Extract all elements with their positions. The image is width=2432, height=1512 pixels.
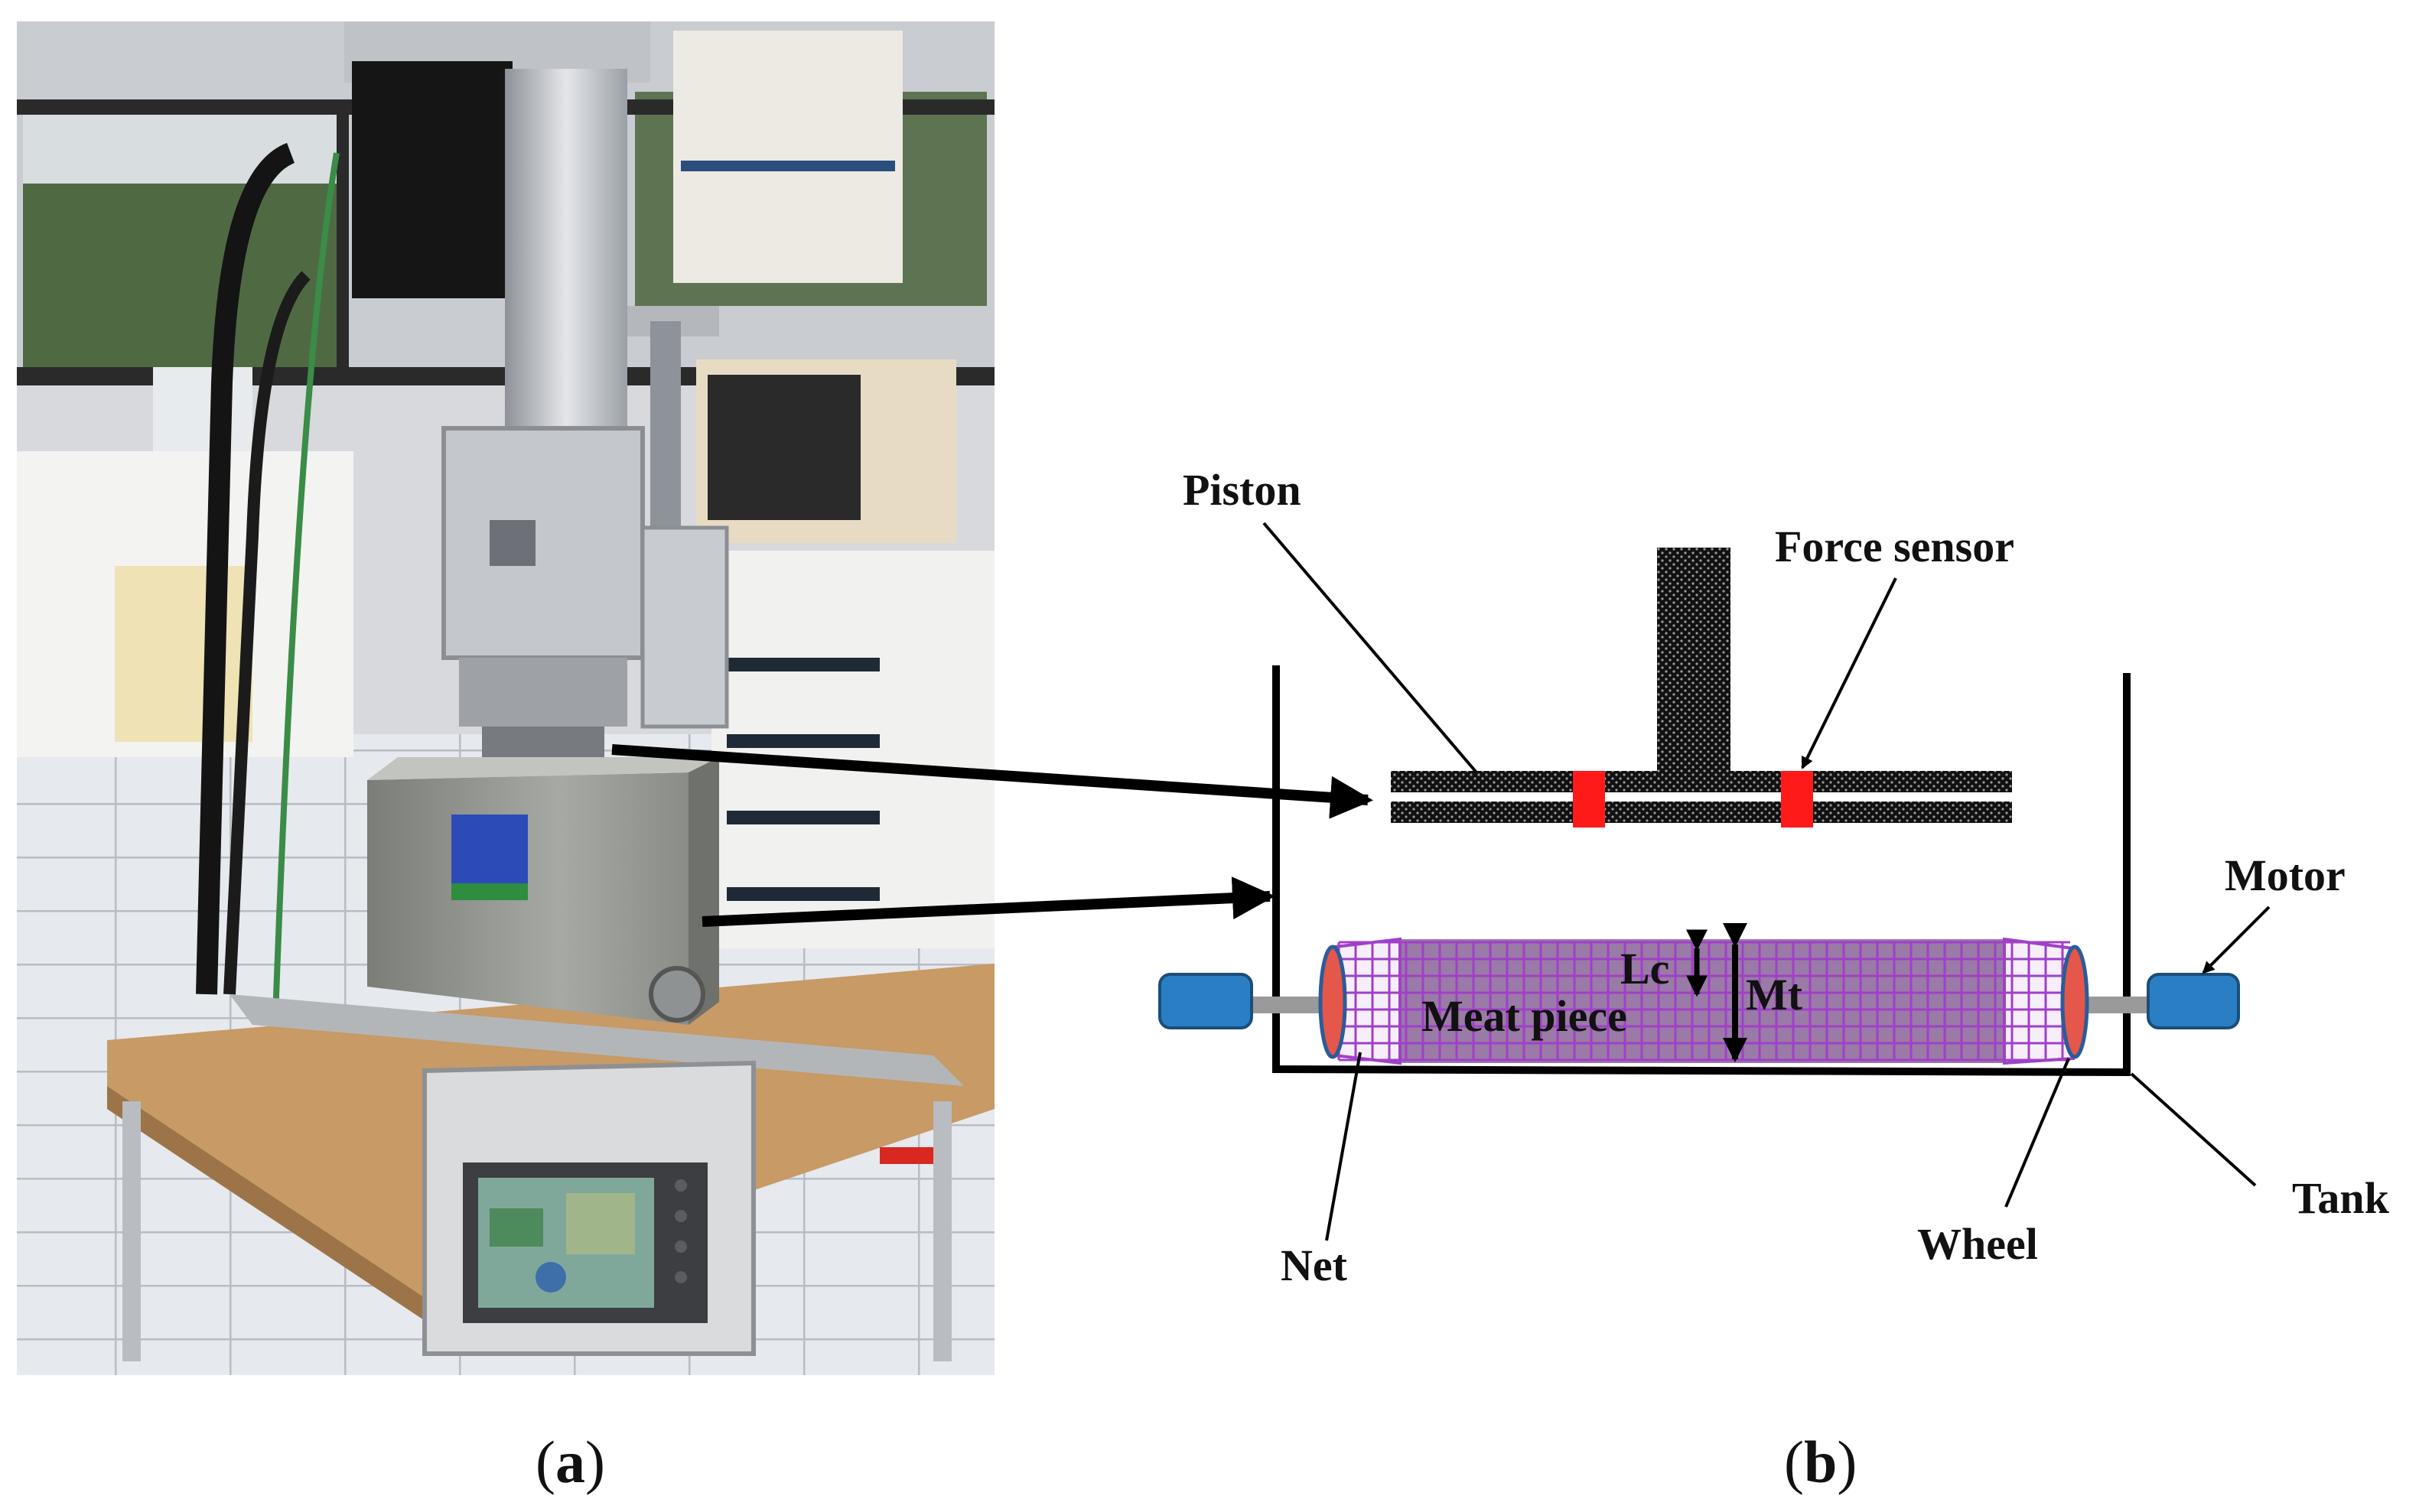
leader-wheel xyxy=(2004,1058,2070,1208)
label-net: Net xyxy=(1281,1240,1348,1290)
oven-window xyxy=(708,375,861,520)
axle-right xyxy=(2073,997,2150,1013)
rail-marker xyxy=(880,1147,933,1164)
caption-b: (b) xyxy=(1784,1429,1857,1495)
caption-a-letter: a xyxy=(555,1429,585,1495)
caption-a: (a) xyxy=(536,1429,605,1495)
eu-label-strip xyxy=(451,883,528,900)
table-edge xyxy=(107,1086,428,1323)
piston-rod xyxy=(1657,548,1730,772)
window-mullion xyxy=(337,99,349,382)
label-mt: Mt xyxy=(1746,970,1803,1019)
force-sensor-right xyxy=(1781,771,1813,828)
carriage-block xyxy=(441,426,645,660)
guide-rail xyxy=(230,994,964,1086)
servo-motor xyxy=(352,61,513,298)
piston-plate-lower xyxy=(1391,802,2012,823)
wheel-right xyxy=(2060,945,2089,1059)
piston-plate xyxy=(482,727,604,757)
drawer-handle xyxy=(727,811,880,824)
analyzer-instrument xyxy=(673,31,903,283)
drawer-handle xyxy=(727,658,880,671)
motor-left xyxy=(1158,973,1253,1029)
leader-force-sensor xyxy=(1801,577,1897,769)
arrow-to-piston xyxy=(611,744,1373,819)
screen-indicator xyxy=(536,1262,566,1293)
drawer-cabinet xyxy=(711,551,995,948)
tank-side xyxy=(689,757,719,1025)
black-cable xyxy=(196,142,295,995)
computer-monitor xyxy=(153,367,252,451)
black-cable-2 xyxy=(223,271,311,995)
carriage-slot xyxy=(490,520,536,566)
caption-b-letter: b xyxy=(1804,1429,1837,1495)
leader-net xyxy=(1325,1052,1362,1241)
panel-key xyxy=(675,1179,687,1192)
arrow-to-tank xyxy=(702,876,1275,927)
label-piston: Piston xyxy=(1183,465,1301,515)
force-sensor-left xyxy=(1573,771,1605,828)
lab-photo xyxy=(17,21,995,1375)
eu-flag xyxy=(451,815,528,883)
yellow-bin xyxy=(115,566,252,742)
tank-rim xyxy=(367,757,719,780)
axle-left xyxy=(1249,997,1339,1013)
screen-button xyxy=(490,1208,543,1247)
analyzer-stripe xyxy=(681,161,895,171)
label-meat-piece: Meat piece xyxy=(1421,991,1627,1041)
label-wheel: Wheel xyxy=(1917,1219,2038,1269)
tank-floor xyxy=(1271,1065,2131,1076)
drawer-handle xyxy=(727,734,880,748)
side-rod xyxy=(650,321,681,551)
green-cable xyxy=(272,152,340,1018)
label-force-sensor: Force sensor xyxy=(1775,522,2014,571)
piston-plate-upper xyxy=(1391,771,2012,792)
panel-key xyxy=(675,1210,687,1222)
label-lc: Lc xyxy=(1620,944,1669,993)
piston-head xyxy=(459,658,627,727)
table-leg xyxy=(122,1101,141,1361)
label-motor: Motor xyxy=(2225,850,2346,900)
side-cylinder xyxy=(640,525,729,729)
schematic-diagram: Piston Force sensor Motor Meat piece Lc … xyxy=(1158,465,2390,1290)
label-tank: Tank xyxy=(2292,1173,2390,1223)
leader-piston xyxy=(1262,522,1478,774)
panel-key xyxy=(675,1271,687,1283)
window-sky xyxy=(23,115,344,184)
drawer-handle xyxy=(727,887,880,901)
screen-button xyxy=(566,1193,635,1254)
motor-right xyxy=(2147,973,2240,1029)
table-leg xyxy=(933,1101,952,1361)
wheel-left xyxy=(1318,945,1347,1059)
leader-tank xyxy=(2130,1072,2257,1187)
panel-key xyxy=(675,1240,687,1253)
tank-wheel-photo xyxy=(649,966,705,1023)
leader-motor xyxy=(2202,906,2271,974)
